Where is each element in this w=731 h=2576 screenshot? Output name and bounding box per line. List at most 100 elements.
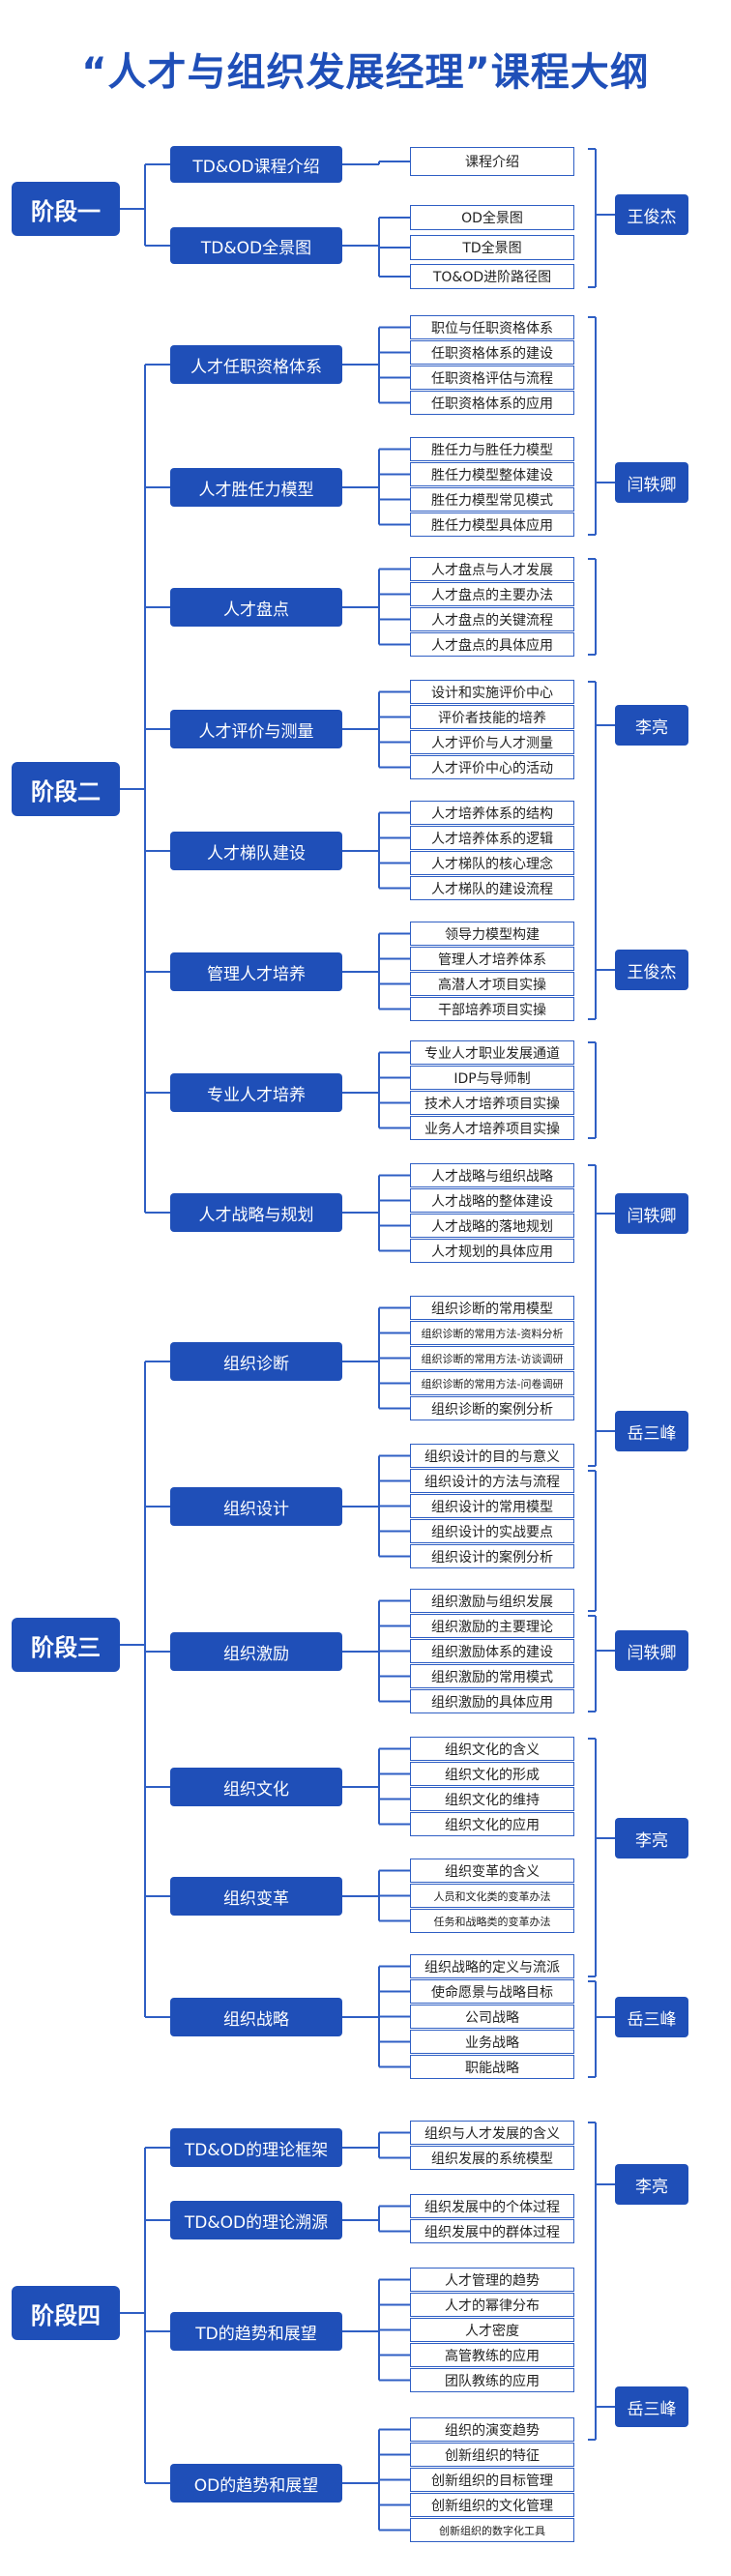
category-td-trends: TD的趋势和展望 [170,2312,342,2351]
item-course-intro: 课程介绍 [410,147,574,176]
teacher-label: 闫轶卿 [615,462,688,503]
item-4-0-1: 组织发展的系统模型 [410,2146,574,2170]
item-3-2-2: 组织激励体系的建设 [410,1639,574,1663]
item-2-1-1: 胜任力模型整体建设 [410,462,574,486]
item-2-0-2: 任职资格评估与流程 [410,366,574,390]
item-2-1-2: 胜任力模型常见模式 [410,487,574,512]
item-3-0-3: 组织诊断的常用方法-问卷调研 [410,1371,574,1395]
item-2-1-3: 胜任力模型具体应用 [410,512,574,537]
teacher-label: 王俊杰 [615,194,688,235]
item-2-6-3: 业务人才培养项目实操 [410,1116,574,1140]
category-talent-strategy: 人才战略与规划 [170,1193,342,1232]
item-3-0-0: 组织诊断的常用模型 [410,1296,574,1320]
item-3-2-3: 组织激励的常用模式 [410,1664,574,1688]
stage-1: 阶段一 [12,182,120,236]
item-4-3-0: 组织的演变趋势 [410,2417,574,2442]
item-2-2-0: 人才盘点与人才发展 [410,557,574,581]
item-3-3-2: 组织文化的维持 [410,1787,574,1811]
teacher-label: 岳三峰 [615,1997,688,2037]
item-4-2-0: 人才管理的趋势 [410,2268,574,2292]
item-2-3-0: 设计和实施评价中心 [410,680,574,704]
teacher-label: 岳三峰 [615,2386,688,2427]
item-2-6-0: 专业人才职业发展通道 [410,1040,574,1065]
item-4-3-4: 创新组织的数字化工具 [410,2518,574,2542]
category-qualification: 人才任职资格体系 [170,345,342,384]
teacher-label: 岳三峰 [615,1411,688,1451]
item-2-4-3: 人才梯队的建设流程 [410,876,574,900]
item-2-5-2: 高潜人才项目实操 [410,972,574,996]
item-3-4-2: 任务和战略类的变革办法 [410,1909,574,1933]
item-2-4-2: 人才梯队的核心理念 [410,851,574,875]
teacher-label: 闫轶卿 [615,1630,688,1671]
item-2-5-1: 管理人才培养体系 [410,947,574,971]
item-4-2-2: 人才密度 [410,2318,574,2342]
category-org-change: 组织变革 [170,1877,342,1916]
category-org-strategy: 组织战略 [170,1998,342,2036]
item-3-3-3: 组织文化的应用 [410,1812,574,1836]
item-2-3-3: 人才评价中心的活动 [410,755,574,779]
teacher-label: 李亮 [615,705,688,746]
item-2-2-3: 人才盘点的具体应用 [410,632,574,657]
item-path-map: TO&OD进阶路径图 [410,264,574,289]
item-3-1-0: 组织设计的目的与意义 [410,1444,574,1468]
item-2-0-0: 职位与任职资格体系 [410,315,574,339]
item-3-1-4: 组织设计的案例分析 [410,1544,574,1568]
stage-3: 阶段三 [12,1618,120,1672]
item-3-5-1: 使命愿景与战略目标 [410,1979,574,2004]
category-td-od-theory-origin: TD&OD的理论溯源 [170,2201,342,2239]
category-od-trends: OD的趋势和展望 [170,2464,342,2503]
item-3-3-0: 组织文化的含义 [410,1737,574,1761]
teacher-label: 闫轶卿 [615,1193,688,1234]
item-3-2-4: 组织激励的具体应用 [410,1689,574,1713]
item-2-6-2: 技术人才培养项目实操 [410,1091,574,1115]
item-3-5-0: 组织战略的定义与流派 [410,1954,574,1978]
item-4-2-1: 人才的幂律分布 [410,2293,574,2317]
item-3-1-3: 组织设计的实战要点 [410,1519,574,1543]
item-3-1-2: 组织设计的常用模型 [410,1494,574,1518]
item-4-2-3: 高管教练的应用 [410,2343,574,2367]
category-professional-development: 专业人才培养 [170,1073,342,1112]
item-3-2-0: 组织激励与组织发展 [410,1589,574,1613]
item-3-4-0: 组织变革的含义 [410,1859,574,1883]
category-org-incentive: 组织激励 [170,1632,342,1671]
category-td-od-intro: TD&OD课程介绍 [170,146,342,183]
item-3-1-1: 组织设计的方法与流程 [410,1469,574,1493]
category-talent-review: 人才盘点 [170,588,342,627]
item-2-3-2: 人才评价与人才测量 [410,730,574,754]
category-td-od-panorama: TD&OD全景图 [170,227,342,264]
stage-2: 阶段二 [12,762,120,816]
item-2-6-1: IDP与导师制 [410,1066,574,1090]
item-2-7-2: 人才战略的落地规划 [410,1214,574,1238]
category-manager-development: 管理人才培养 [170,952,342,991]
item-2-2-2: 人才盘点的关键流程 [410,607,574,631]
item-3-5-2: 公司战略 [410,2005,574,2029]
item-2-5-0: 领导力模型构建 [410,922,574,946]
item-3-0-2: 组织诊断的常用方法-访谈调研 [410,1346,574,1370]
item-2-5-3: 干部培养项目实操 [410,997,574,1021]
item-4-1-0: 组织发展中的个体过程 [410,2194,574,2218]
item-4-2-4: 团队教练的应用 [410,2368,574,2392]
teacher-label: 李亮 [615,1818,688,1859]
item-2-4-1: 人才培养体系的逻辑 [410,826,574,850]
item-4-3-3: 创新组织的文化管理 [410,2493,574,2517]
teacher-label: 李亮 [615,2164,688,2205]
category-competency-model: 人才胜任力模型 [170,468,342,507]
item-2-3-1: 评价者技能的培养 [410,705,574,729]
item-3-3-1: 组织文化的形成 [410,1762,574,1786]
item-3-4-1: 人员和文化类的变革办法 [410,1884,574,1908]
item-2-7-1: 人才战略的整体建设 [410,1188,574,1213]
category-org-culture: 组织文化 [170,1768,342,1806]
item-3-5-3: 业务战略 [410,2030,574,2054]
category-org-diagnosis: 组织诊断 [170,1342,342,1381]
item-2-7-0: 人才战略与组织战略 [410,1163,574,1187]
page-title: “人才与组织发展经理”课程大纲 [81,50,650,95]
item-2-4-0: 人才培养体系的结构 [410,801,574,825]
item-4-1-1: 组织发展中的群体过程 [410,2219,574,2243]
item-4-3-1: 创新组织的特征 [410,2443,574,2467]
category-talent-assessment: 人才评价与测量 [170,710,342,748]
item-3-0-4: 组织诊断的案例分析 [410,1396,574,1420]
item-2-2-1: 人才盘点的主要办法 [410,582,574,606]
teacher-label: 王俊杰 [615,950,688,990]
